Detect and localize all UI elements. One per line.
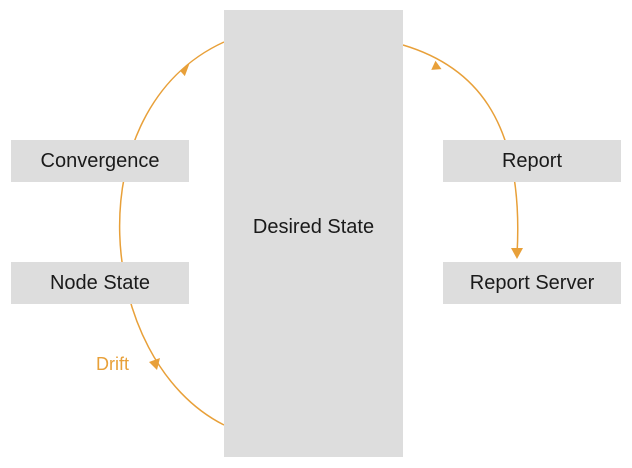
desired-state-box: Desired State: [224, 10, 403, 457]
report-server-box: Report Server: [443, 262, 621, 304]
right-cycle-arc: [402, 44, 519, 256]
arrow-head-drift: [149, 358, 160, 370]
node-state-box: Node State: [11, 262, 189, 304]
report-label: Report: [501, 149, 563, 172]
left-cycle-arc: [119, 41, 225, 426]
arrow-head-top-right: [431, 60, 442, 70]
report-box: Report: [443, 140, 621, 182]
drift-label: Drift: [96, 354, 129, 374]
desired-state-label: Desired State: [252, 216, 375, 238]
arrow-head-report-server: [511, 248, 523, 259]
node-state-label: Node State: [49, 271, 151, 294]
report-server-label: Report Server: [469, 271, 595, 294]
arrow-head-top-left: [180, 62, 190, 77]
convergence-box: Convergence: [11, 140, 189, 182]
convergence-label: Convergence: [40, 149, 160, 172]
